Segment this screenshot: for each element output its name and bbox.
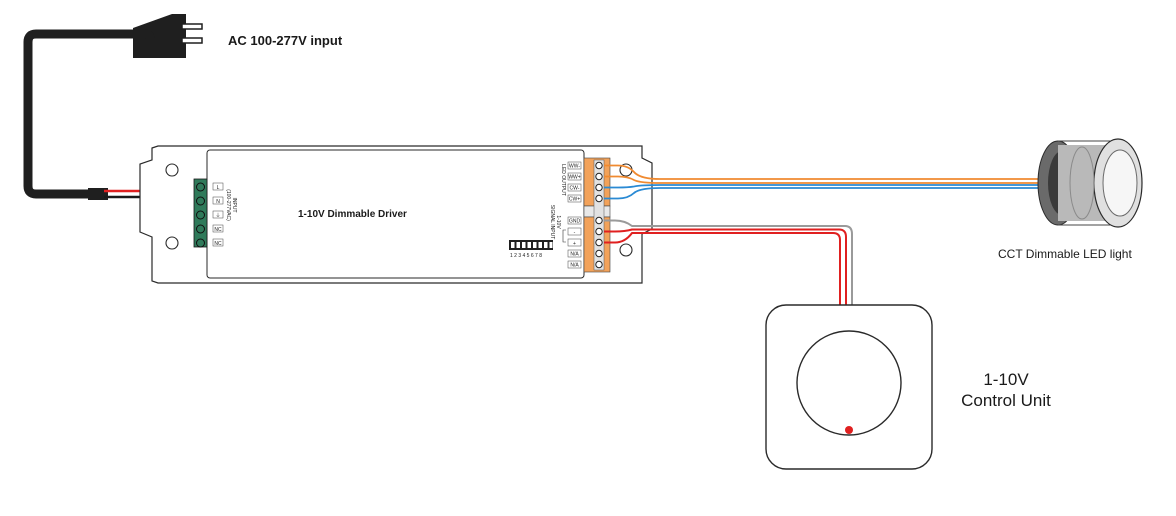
output-pin-label: N/A <box>570 252 579 258</box>
input-terminal-block <box>193 178 208 248</box>
output-terminal-screws <box>595 161 603 269</box>
control-unit <box>765 304 933 470</box>
output-pin-label: N/A <box>570 263 579 269</box>
output-pin-labels: WW- WW+ CW- CW+ GND - + N/A N/A <box>567 161 582 269</box>
output-pin-label: - <box>574 230 576 236</box>
control-unit-label-line2: Control Unit <box>961 391 1051 410</box>
dimmer-indicator-dot <box>845 426 853 434</box>
output-pin-label: CW+ <box>569 197 580 203</box>
output-pin-label: GND <box>569 219 581 225</box>
output-pin-label: WW- <box>569 164 580 170</box>
signal-wires <box>604 219 853 306</box>
dip-switch <box>509 240 553 250</box>
input-terminal-screws <box>196 182 205 248</box>
led-output-wires <box>604 164 1040 200</box>
ac-input-label: AC 100-277V input <box>228 33 343 48</box>
input-pin-label: L <box>217 185 220 191</box>
output-pin-label: CW- <box>570 186 580 192</box>
led-downlight <box>1037 138 1143 228</box>
control-unit-label-line1: 1-10V <box>983 370 1029 389</box>
led-output-heading: LED OUTPUT <box>560 164 566 196</box>
input-heading: INPUT <box>231 198 237 213</box>
power-cable <box>23 29 155 199</box>
input-voltage-heading: (100-277VAC) <box>225 189 231 221</box>
signal-input-sub: 1-10V <box>555 215 561 229</box>
driver-label: 1-10V Dimmable Driver <box>298 209 407 220</box>
output-pin-label: WW+ <box>568 175 580 181</box>
input-pin-label: NC <box>214 227 222 233</box>
signal-input-heading: SIGNAL INPUT <box>549 205 555 240</box>
output-pin-label: + <box>573 241 576 247</box>
dip-switch-numbers: 1 2 3 4 5 6 7 8 <box>510 253 542 259</box>
dimmer-knob <box>796 330 902 436</box>
input-pin-label: ⏚ <box>215 212 220 219</box>
input-pin-label: N <box>216 199 220 205</box>
input-pin-label: NC <box>214 241 222 247</box>
input-pin-labels: L N ⏚ NC NC <box>212 182 224 247</box>
led-light-label: CCT Dimmable LED light <box>998 247 1132 261</box>
